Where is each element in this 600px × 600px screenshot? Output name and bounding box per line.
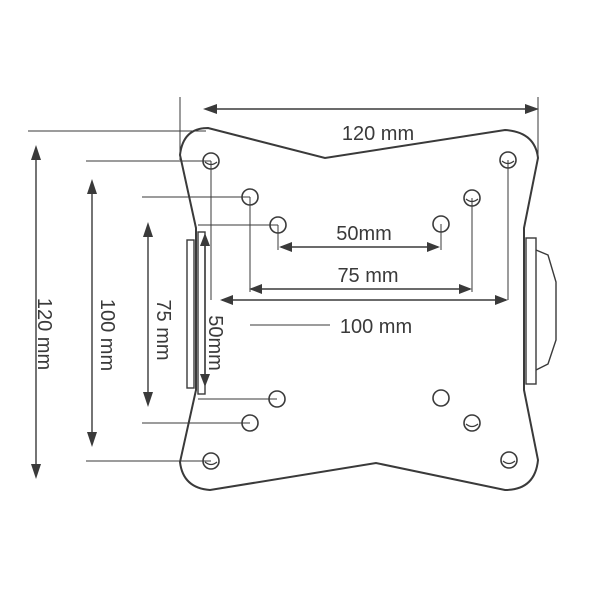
label-top-120: 120 mm: [342, 123, 414, 145]
label-left-75: 75 mm: [152, 299, 174, 360]
dimension-mid-50: [279, 242, 440, 252]
dimension-top-120: [203, 104, 539, 114]
dimension-left-100: [87, 179, 97, 447]
label-mid-50: 50mm: [336, 223, 392, 245]
right-rail: [525, 237, 537, 385]
dimension-left-120: [31, 145, 41, 479]
label-left-50: 50mm: [204, 315, 226, 371]
label-mid-100: 100 mm: [340, 316, 412, 338]
dimension-left-50: [200, 233, 210, 387]
hole-100-bottom-right: [463, 414, 481, 432]
dimension-left-75: [143, 222, 153, 407]
tilt-bracket: [535, 249, 557, 371]
label-left-120: 120 mm: [33, 298, 55, 370]
left-rail: [186, 239, 195, 389]
hole-50-bottom-right: [432, 389, 450, 407]
extension-lines: [28, 97, 539, 462]
dimension-mid-100: [220, 295, 508, 305]
mounting-plate: [178, 126, 540, 492]
label-left-100: 100 mm: [96, 299, 118, 371]
label-mid-75: 75 mm: [337, 265, 398, 287]
hole-corner-bottom-right: [500, 451, 518, 469]
dimension-mid-75: [249, 284, 472, 294]
